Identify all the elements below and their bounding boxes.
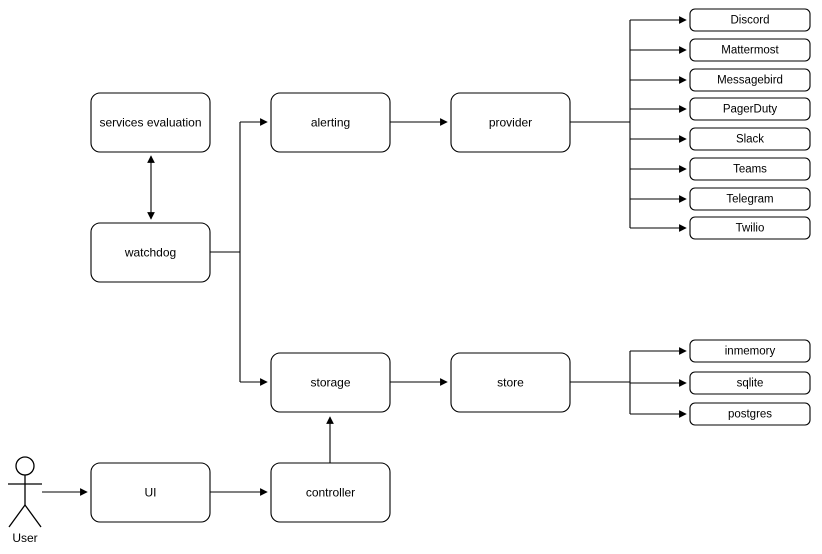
provider-leaf-layer: Discord Mattermost Messagebird PagerDuty… (689, 8, 811, 240)
node-alerting-box[interactable] (270, 92, 391, 153)
actor-user[interactable]: User (8, 456, 42, 545)
leaf-pagerduty[interactable]: PagerDuty (689, 97, 811, 121)
provider-leaf-connectors (630, 16, 687, 232)
leaf-slack-label: Slack (736, 134, 764, 146)
node-provider-box[interactable] (450, 92, 571, 153)
node-watchdog-box[interactable] (90, 222, 211, 283)
leaf-teams[interactable]: Teams (689, 157, 811, 181)
node-controller[interactable]: controller (270, 462, 391, 523)
leaf-messagebird-box[interactable] (689, 68, 811, 92)
node-layer: services evaluation watchdog alerting pr… (90, 92, 571, 523)
leaf-inmemory[interactable]: inmemory (689, 339, 811, 363)
leaf-messagebird[interactable]: Messagebird (689, 68, 811, 92)
leaf-twilio-box[interactable] (689, 216, 811, 240)
node-services-evaluation-label: services evaluation (99, 116, 201, 130)
leaf-postgres-box[interactable] (689, 402, 811, 426)
node-ui-label: UI (145, 486, 157, 500)
leaf-mattermost-box[interactable] (689, 38, 811, 62)
edge-layer (42, 16, 687, 496)
node-store-box[interactable] (450, 352, 571, 413)
leaf-messagebird-label: Messagebird (717, 75, 783, 87)
leaf-pagerduty-box[interactable] (689, 97, 811, 121)
node-provider[interactable]: provider (450, 92, 571, 153)
node-services-evaluation-box[interactable] (90, 92, 211, 153)
node-provider-label: provider (489, 116, 532, 130)
node-ui[interactable]: UI (90, 462, 211, 523)
actor-leg-right (24, 504, 42, 528)
leaf-discord-box[interactable] (689, 8, 811, 32)
leaf-slack[interactable]: Slack (689, 127, 811, 151)
node-watchdog-label: watchdog (124, 246, 176, 260)
node-watchdog[interactable]: watchdog (90, 222, 211, 283)
node-storage-label: storage (310, 376, 350, 390)
node-services-evaluation[interactable]: services evaluation (90, 92, 211, 153)
node-store[interactable]: store (450, 352, 571, 413)
leaf-telegram-box[interactable] (689, 187, 811, 211)
leaf-inmemory-label: inmemory (725, 346, 776, 358)
leaf-mattermost[interactable]: Mattermost (689, 38, 811, 62)
leaf-postgres-label: postgres (728, 409, 772, 421)
leaf-slack-box[interactable] (689, 127, 811, 151)
leaf-sqlite-label: sqlite (737, 378, 764, 390)
node-controller-label: controller (306, 486, 355, 500)
node-alerting[interactable]: alerting (270, 92, 391, 153)
leaf-telegram[interactable]: Telegram (689, 187, 811, 211)
leaf-mattermost-label: Mattermost (721, 45, 779, 57)
node-alerting-label: alerting (311, 116, 350, 130)
leaf-twilio-label: Twilio (736, 223, 765, 235)
leaf-telegram-label: Telegram (726, 194, 773, 206)
node-storage-box[interactable] (270, 352, 391, 413)
store-leaf-connectors (630, 347, 687, 418)
leaf-twilio[interactable]: Twilio (689, 216, 811, 240)
node-controller-box[interactable] (270, 462, 391, 523)
node-store-label: store (497, 376, 524, 390)
actor-user-label: User (12, 531, 37, 545)
leaf-pagerduty-label: PagerDuty (723, 104, 778, 116)
node-ui-box[interactable] (90, 462, 211, 523)
leaf-sqlite[interactable]: sqlite (689, 371, 811, 395)
leaf-postgres[interactable]: postgres (689, 402, 811, 426)
node-storage[interactable]: storage (270, 352, 391, 413)
leaf-sqlite-box[interactable] (689, 371, 811, 395)
leaf-discord[interactable]: Discord (689, 8, 811, 32)
leaf-discord-label: Discord (731, 15, 770, 27)
store-leaf-layer: inmemory sqlite postgres (689, 339, 811, 426)
leaf-inmemory-box[interactable] (689, 339, 811, 363)
leaf-teams-label: Teams (733, 164, 767, 176)
actor-head-icon (15, 456, 35, 476)
actor-leg-left (8, 504, 26, 528)
leaf-teams-box[interactable] (689, 157, 811, 181)
